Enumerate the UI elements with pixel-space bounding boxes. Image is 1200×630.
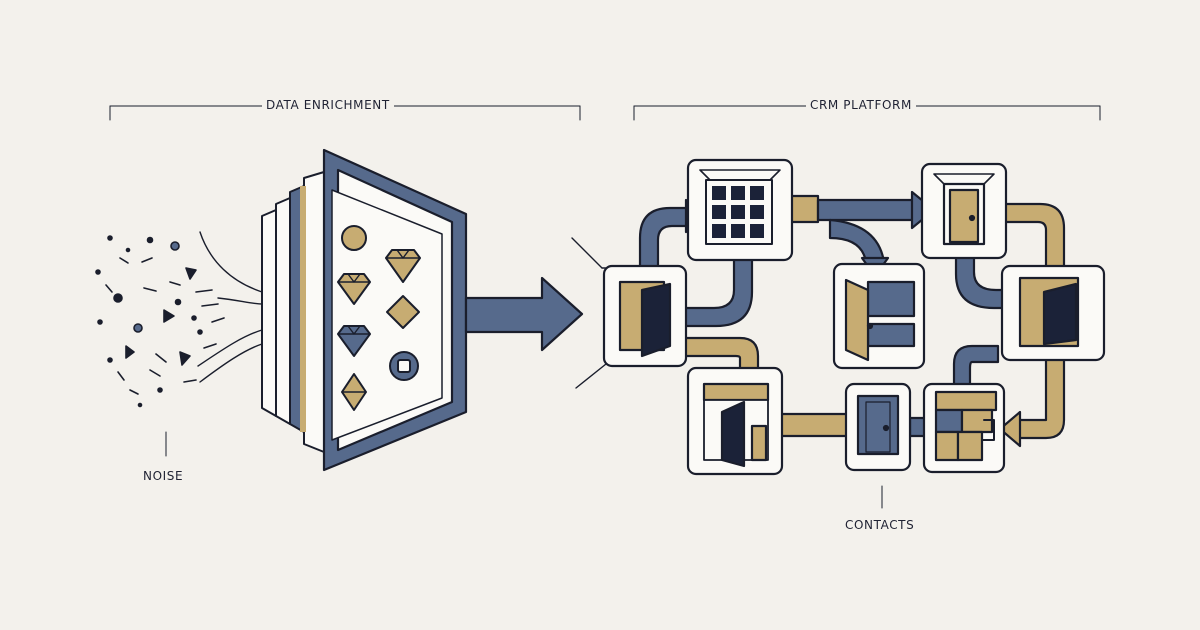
- crm-node-bottom-left: [686, 366, 784, 476]
- door-icon: [720, 400, 746, 468]
- funnel-back-plates: [261, 171, 325, 453]
- token-icon: [389, 351, 419, 381]
- crm-section-title: CRM PLATFORM: [806, 98, 916, 112]
- door-icon: [1042, 282, 1078, 346]
- enrichment-section-title: DATA ENRICHMENT: [262, 98, 394, 112]
- grid-icon: [712, 186, 764, 238]
- crm-pipes: [638, 190, 1066, 448]
- enriched-gems: [337, 225, 421, 411]
- crystal-icon: [341, 373, 367, 411]
- noise-label: NOISE: [143, 469, 184, 483]
- gem-icon: [337, 273, 371, 305]
- crm-node-grid: [686, 158, 794, 262]
- crm-node-door-top-right: [920, 162, 1008, 260]
- noise-streams: [197, 231, 263, 383]
- door-icon: [640, 282, 672, 358]
- gold-coin-icon: [341, 225, 367, 251]
- gold-diamond-icon: [386, 295, 420, 329]
- door-icon: [844, 278, 870, 362]
- crm-node-door-right: [1000, 264, 1106, 362]
- gem-icon: [337, 325, 371, 357]
- flow-arrow: [464, 276, 584, 352]
- crm-node-small-grid: [922, 382, 1006, 474]
- gem-icon: [385, 249, 421, 283]
- noise-particles: [95, 235, 225, 408]
- crm-node-door-middle: [832, 262, 926, 370]
- crm-node-door-bottom: [844, 382, 912, 472]
- contacts-label: CONTACTS: [845, 518, 915, 532]
- crm-node-door-left: [602, 264, 688, 368]
